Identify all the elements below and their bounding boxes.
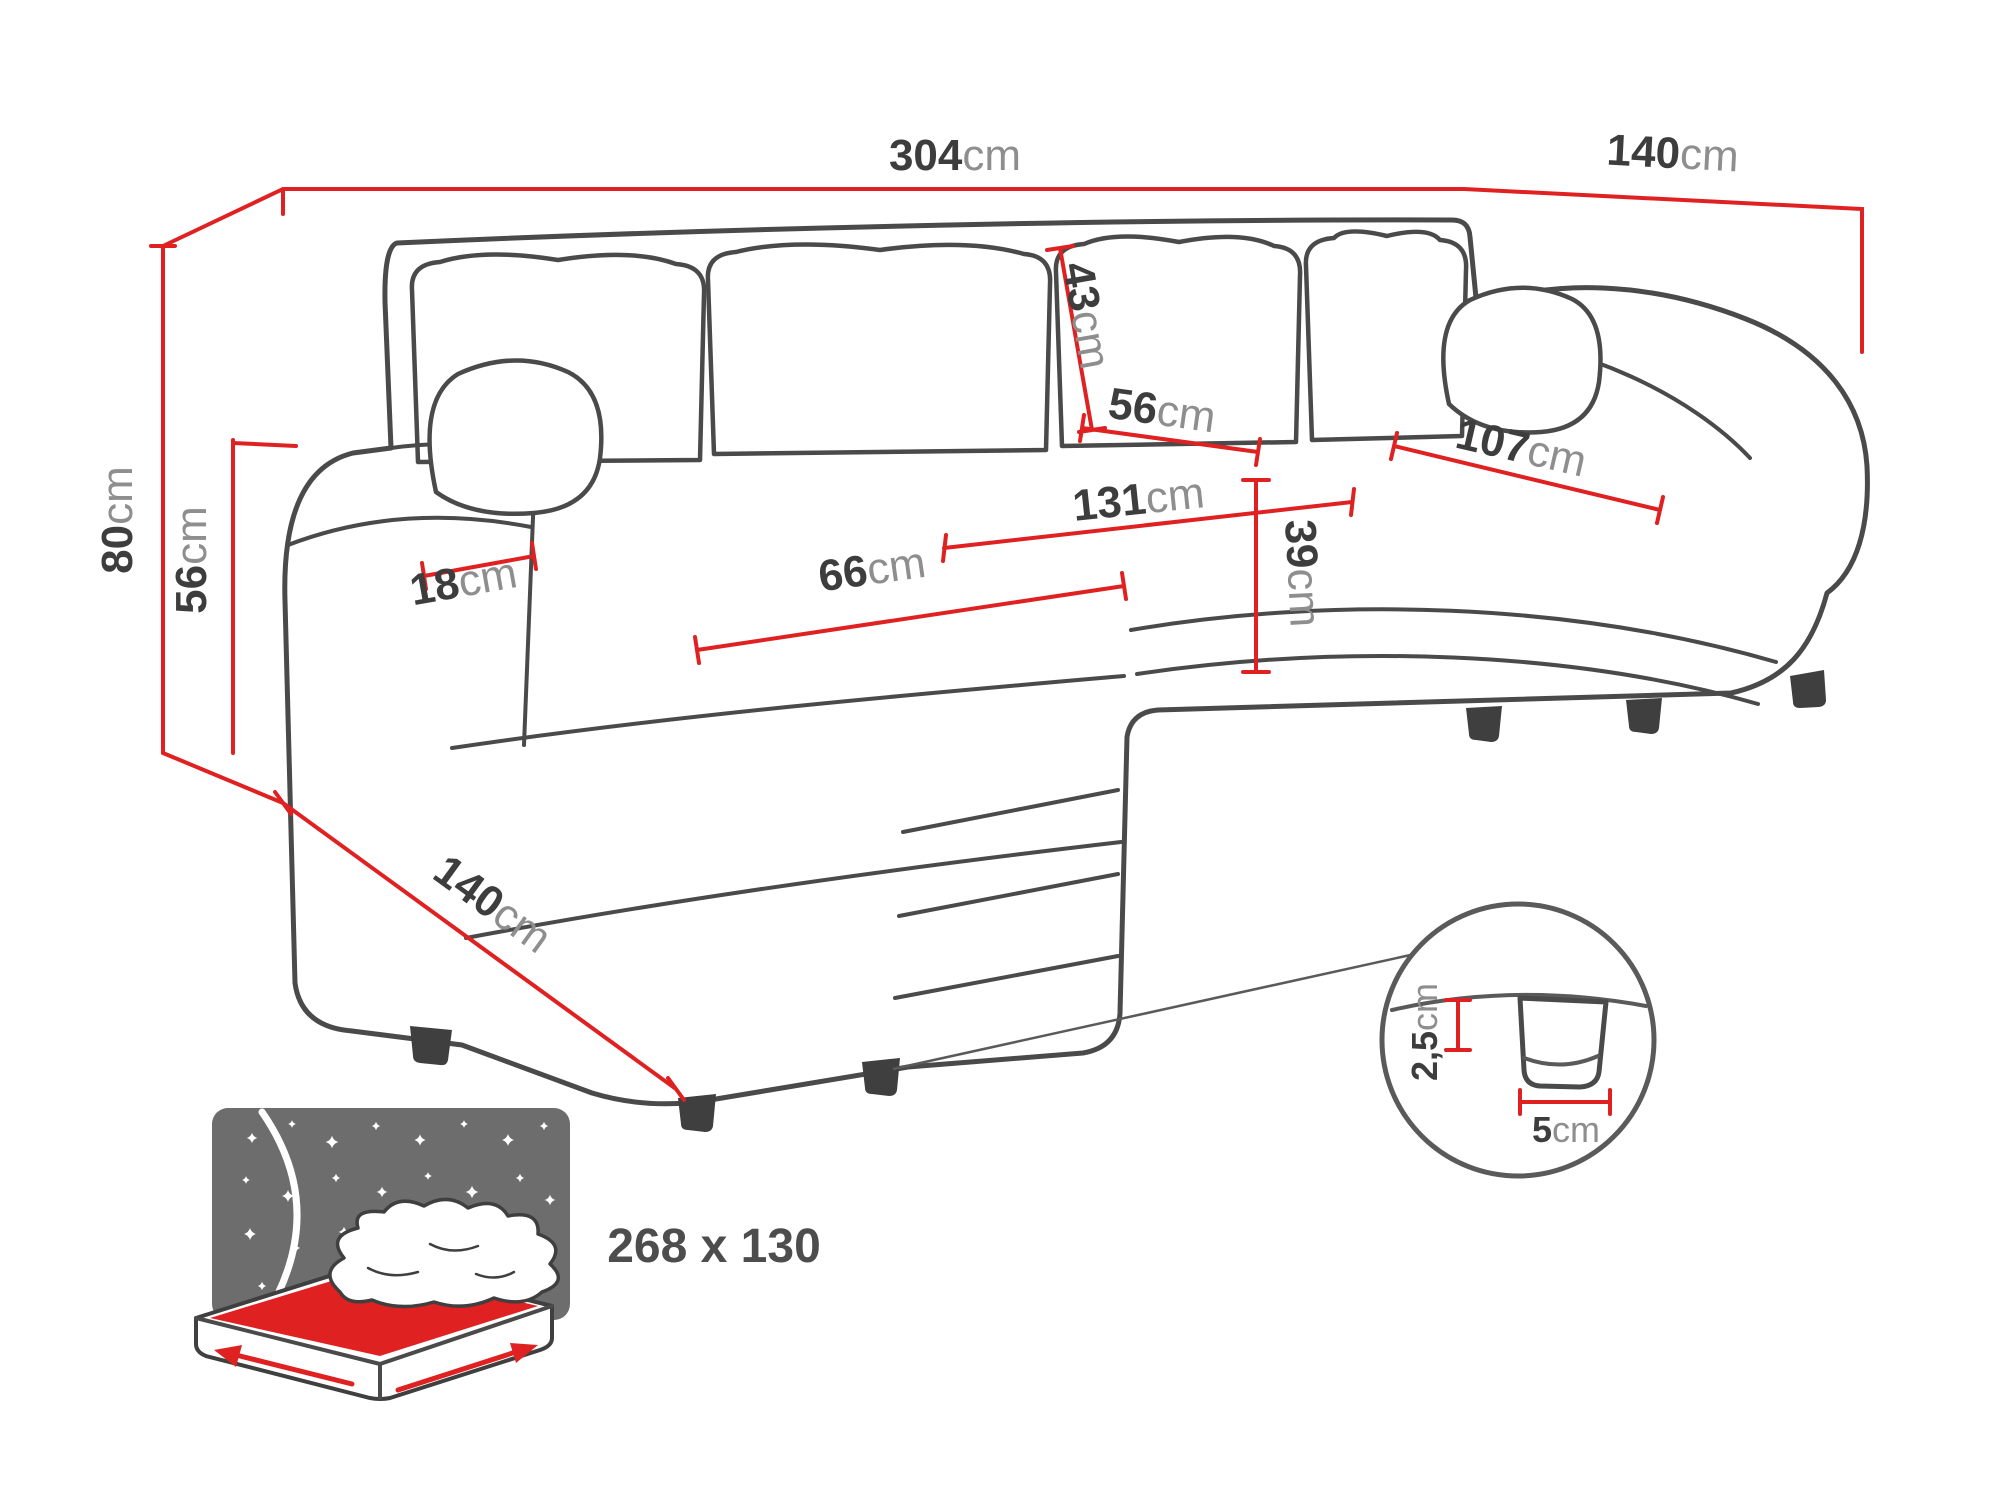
seam-line bbox=[893, 954, 1120, 1000]
dim-label-leg-height: 2,5cm bbox=[1404, 983, 1445, 1081]
dim-label-middle-seat-width: 131cm bbox=[1070, 468, 1206, 531]
back-cushion bbox=[705, 242, 1053, 457]
dim-label-left-chaise-seat-length: 66cm bbox=[815, 538, 928, 601]
dim-line-total-width bbox=[161, 187, 1466, 248]
dimension-lines bbox=[149, 187, 1864, 1102]
seam-line bbox=[897, 872, 1120, 918]
dim-label-armrest-width: 18cm bbox=[406, 548, 520, 615]
dim-line-leg-height bbox=[1444, 998, 1472, 1052]
sofa-foot bbox=[1790, 670, 1826, 708]
sofa-feet bbox=[410, 670, 1826, 1132]
unfold-arrow-right-head-icon bbox=[510, 1343, 538, 1363]
sofa-foot bbox=[1626, 698, 1662, 734]
seam-line bbox=[1135, 654, 1760, 706]
seam-line bbox=[1129, 607, 1778, 664]
dim-label-right-section-depth: 140cm bbox=[1606, 126, 1740, 182]
sofa-illustration bbox=[282, 217, 1870, 1132]
sleeping-area-label: 268 x 130 bbox=[607, 1220, 821, 1273]
dim-line-overall-height bbox=[149, 244, 285, 805]
dim-line-armrest-width bbox=[420, 541, 538, 591]
callout-circle bbox=[1379, 901, 1657, 1179]
dim-label-seat-front-height: 39cm bbox=[1275, 518, 1330, 628]
dim-line-leg-width bbox=[1518, 1088, 1612, 1116]
dim-line-left-chaise-seat-length bbox=[693, 571, 1128, 665]
callout-leader-line bbox=[892, 950, 1425, 1071]
dim-label-overall-height: 80cm bbox=[93, 466, 142, 574]
throw-pillow-left bbox=[427, 358, 604, 517]
leg-curve bbox=[1522, 1054, 1600, 1067]
seam-line bbox=[286, 515, 533, 547]
dim-line-middle-seat-depth bbox=[1078, 413, 1262, 467]
sofa-bottom-line bbox=[1390, 992, 1648, 1012]
unfold-arrow-left-head-icon bbox=[214, 1345, 242, 1367]
dim-line-armrest-height bbox=[231, 438, 298, 755]
sofa-foot bbox=[862, 1058, 900, 1096]
seam-line bbox=[901, 788, 1120, 834]
dim-line-right-section-depth bbox=[1462, 187, 1864, 354]
dim-label-backrest-cushion-height: 43cm bbox=[1053, 258, 1120, 372]
blanket bbox=[328, 1197, 560, 1309]
unfold-arrow-left-icon bbox=[229, 1351, 355, 1387]
sofa-foot bbox=[1466, 706, 1502, 742]
blanket-fold-line bbox=[366, 1242, 516, 1279]
sleep-function-icon bbox=[194, 1108, 570, 1401]
back-cushion bbox=[1303, 229, 1469, 443]
leg-shape bbox=[1517, 995, 1609, 1090]
leg-detail-callout bbox=[892, 901, 1657, 1179]
mattress-edge bbox=[194, 1304, 554, 1400]
dim-label-middle-seat-depth: 56cm bbox=[1105, 379, 1218, 442]
throw-pillow-right bbox=[1441, 285, 1603, 435]
dim-label-total-width: 304cm bbox=[889, 131, 1021, 180]
seam-line bbox=[464, 840, 1123, 940]
dim-label-armrest-height: 56cm bbox=[167, 506, 216, 614]
unfold-arrow-right-icon bbox=[395, 1347, 525, 1393]
dim-line-right-chaise-seat-length bbox=[1389, 431, 1665, 525]
sofa-foot bbox=[410, 1026, 452, 1066]
dim-label-leg-width: 5cm bbox=[1532, 1109, 1600, 1150]
sofa-foot bbox=[678, 1094, 716, 1132]
seam-line bbox=[450, 674, 1126, 750]
dimension-labels: 304cm 140cm 80cm 56cm 43cm 56cm 107cm 13… bbox=[93, 126, 1740, 1273]
dim-line-left-section-depth bbox=[273, 790, 686, 1102]
dim-line-seat-front-height bbox=[1241, 478, 1271, 674]
dim-line-middle-seat-width bbox=[941, 487, 1356, 563]
